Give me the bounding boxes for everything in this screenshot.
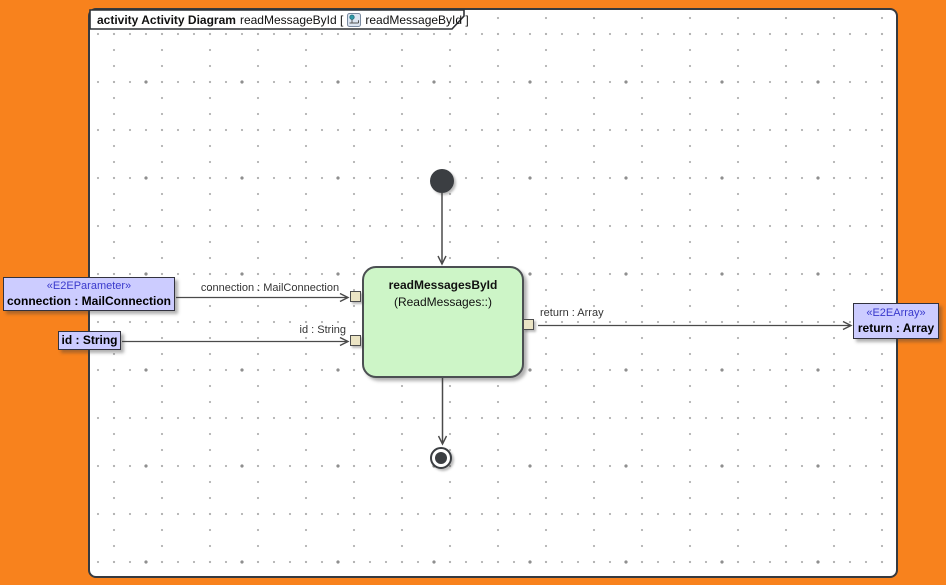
frame-tab-title[interactable]: activity Activity Diagram readMessageByI…	[97, 12, 469, 27]
result-node-return[interactable]: «E2EArray» return : Array	[853, 303, 939, 339]
frame-ref-name: readMessageById ]	[365, 12, 469, 27]
stereotype-label: «E2EArray»	[866, 307, 926, 319]
edge-label-id[interactable]: id : String	[299, 324, 346, 336]
action-name: readMessagesById	[388, 278, 498, 292]
parameter-node-id[interactable]: id : String	[58, 331, 121, 350]
output-pin-return[interactable]	[523, 319, 534, 330]
parameter-name: id : String	[61, 333, 118, 347]
input-pin-id[interactable]	[350, 335, 361, 346]
frame-kind-label: activity Activity Diagram	[97, 12, 236, 27]
activity-final-node[interactable]	[430, 447, 452, 469]
parameter-node-connection[interactable]: «E2EParameter» connection : MailConnecti…	[3, 277, 175, 311]
activity-final-dot	[435, 452, 447, 464]
action-node[interactable]: readMessagesById (ReadMessages::)	[362, 266, 524, 378]
activity-diagram-icon	[347, 12, 362, 27]
frame-diagram-name: readMessageById [	[239, 12, 344, 27]
initial-node[interactable]	[430, 169, 454, 193]
parameter-name: connection : MailConnection	[7, 294, 171, 308]
stereotype-label: «E2EParameter»	[46, 280, 132, 292]
edge-label-connection[interactable]: connection : MailConnection	[200, 282, 340, 294]
result-name: return : Array	[857, 321, 935, 335]
edge-label-return[interactable]: return : Array	[540, 307, 604, 319]
input-pin-connection[interactable]	[350, 291, 361, 302]
action-behavior-ref: (ReadMessages::)	[393, 295, 493, 309]
